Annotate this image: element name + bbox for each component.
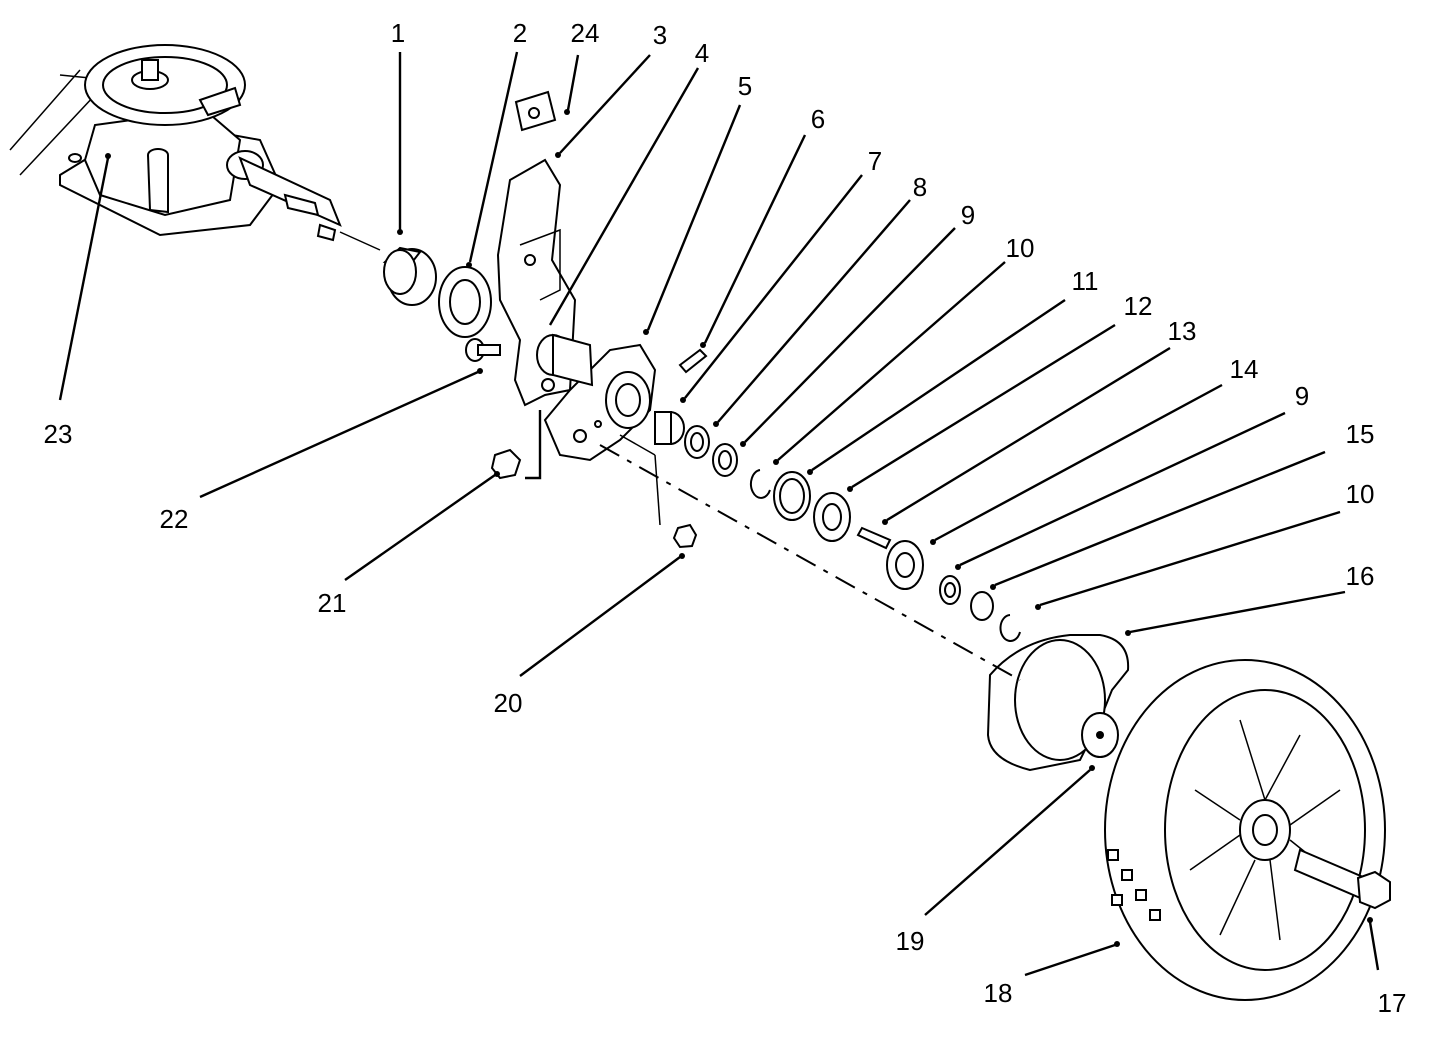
part-22-bolt	[465, 338, 501, 362]
callout-24: 24	[571, 18, 600, 48]
part-6-spacer	[654, 411, 685, 445]
part-4-housing	[536, 333, 661, 526]
part-10-ring-lower	[999, 614, 1021, 642]
leader-lines	[58, 51, 1380, 977]
part-16-shroud	[986, 634, 1130, 772]
part-2-washer	[438, 266, 492, 338]
part-14-washer	[939, 575, 961, 605]
callout-4: 4	[695, 38, 709, 68]
callout-9: 9	[961, 200, 975, 230]
part-21-nut	[490, 448, 522, 480]
callout-11: 11	[1072, 266, 1099, 296]
part-10-ring-upper	[773, 471, 811, 521]
part-11-bearing	[813, 492, 851, 542]
part-13-gear	[886, 540, 924, 590]
callout-labels: 1 2 24 3 4 5 6 7 8 9 10 11 12 13 14 9 15…	[44, 18, 1407, 1018]
callout-18: 18	[984, 978, 1013, 1008]
part-9-clip-upper	[750, 469, 771, 499]
callout-1: 1	[391, 18, 405, 48]
gearbox-assembly	[9, 44, 381, 251]
callout-20: 20	[494, 688, 523, 718]
callout-9-lower: 9	[1295, 381, 1309, 411]
callout-14: 14	[1230, 354, 1259, 384]
axis-centerline	[599, 444, 1021, 681]
callout-6: 6	[811, 104, 825, 134]
part-20-nut	[672, 523, 698, 549]
callout-15: 15	[1346, 419, 1375, 449]
part-8-washer	[712, 443, 738, 477]
callout-2: 2	[513, 18, 527, 48]
callout-10-lower: 10	[1346, 479, 1375, 509]
callout-19: 19	[896, 926, 925, 956]
callout-8: 8	[913, 172, 927, 202]
part-15-bushing	[970, 591, 994, 621]
callout-7: 7	[868, 146, 882, 176]
part-24-clip	[514, 90, 557, 132]
callout-5: 5	[738, 71, 752, 101]
part-18-wheel	[1104, 659, 1386, 1001]
part-17-bolt	[1293, 848, 1391, 910]
callout-17: 17	[1378, 988, 1407, 1018]
part-7-washer	[684, 425, 710, 459]
callout-23: 23	[44, 419, 73, 449]
part-5-screw	[678, 348, 708, 374]
callout-22: 22	[160, 504, 189, 534]
callout-16: 16	[1346, 561, 1375, 591]
part-1-bushing	[382, 246, 437, 306]
callout-21: 21	[318, 588, 347, 618]
part-12-key	[856, 526, 892, 550]
callout-13: 13	[1168, 316, 1197, 346]
callout-10: 10	[1006, 233, 1035, 263]
callout-3: 3	[653, 20, 667, 50]
callout-12: 12	[1124, 291, 1153, 321]
